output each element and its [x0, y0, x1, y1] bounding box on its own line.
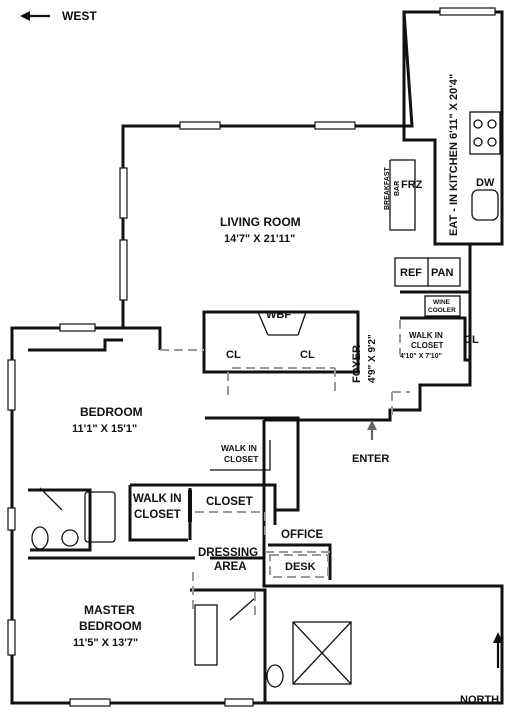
kitchen-label: EAT - IN KITCHEN 6'11" X 20'4"	[448, 74, 460, 236]
desk-label: DESK	[285, 561, 316, 573]
interior-walls	[28, 12, 501, 703]
dressing-area-line2: AREA	[214, 561, 247, 573]
master-bedroom-name-2: BEDROOM	[79, 619, 142, 633]
windows	[7, 7, 496, 707]
refrigerator-label: REF	[400, 267, 422, 279]
west-arrow-icon	[20, 11, 50, 21]
pantry-label: PAN	[431, 267, 453, 279]
bedroom-size: 11'1" X 15'1"	[72, 423, 137, 435]
foyer-size: 4'9" X 9'2"	[367, 334, 378, 383]
wine-cooler-label-2: COOLER	[428, 307, 456, 314]
living-room-name: LIVING ROOM	[220, 215, 301, 229]
closet-left-label: CL	[226, 349, 241, 361]
wbf-label: WBF	[266, 309, 291, 321]
wine-cooler-label-1: WINE	[433, 299, 451, 306]
closet-right-label: CL	[300, 349, 315, 361]
master-bedroom-name-1: MASTER	[84, 603, 135, 617]
closet-label: CLOSET	[206, 496, 253, 508]
enter-arrow-icon	[367, 420, 377, 440]
master-bedroom-size: 11'5" X 13'7"	[73, 637, 138, 649]
foyer-closet-line1: WALK IN	[409, 331, 443, 340]
office-label: OFFICE	[281, 529, 323, 541]
foyer-name: FOYER	[351, 345, 363, 383]
dressing-area-line1: DRESSING	[198, 547, 258, 559]
bedroom-closet-line2: CLOSET	[224, 454, 259, 464]
dressing-closet-line2: CLOSET	[134, 509, 181, 521]
bedroom-closet-line1: WALK IN	[221, 443, 257, 453]
living-room-size: 14'7" X 21'11"	[224, 233, 295, 245]
enter-label: ENTER	[352, 453, 389, 465]
north-label: NORTH	[460, 694, 499, 706]
freezer-label: FRZ	[401, 179, 423, 191]
dressing-closet-line1: WALK IN	[133, 493, 182, 505]
dishwasher-label: DW	[476, 177, 495, 189]
north-arrow-icon	[493, 632, 503, 668]
foyer-closet-size: 4'10" X 7'10"	[400, 353, 442, 360]
bedroom-name: BEDROOM	[80, 405, 143, 419]
west-label: WEST	[62, 9, 97, 23]
dashed-lines	[160, 320, 410, 620]
foyer-closet-line2: CLOSET	[411, 341, 444, 350]
closet-foyer-label: CL	[464, 334, 479, 346]
breakfast-label-2: BAR	[394, 181, 401, 196]
breakfast-label-1: BREAKFAST	[384, 166, 391, 210]
